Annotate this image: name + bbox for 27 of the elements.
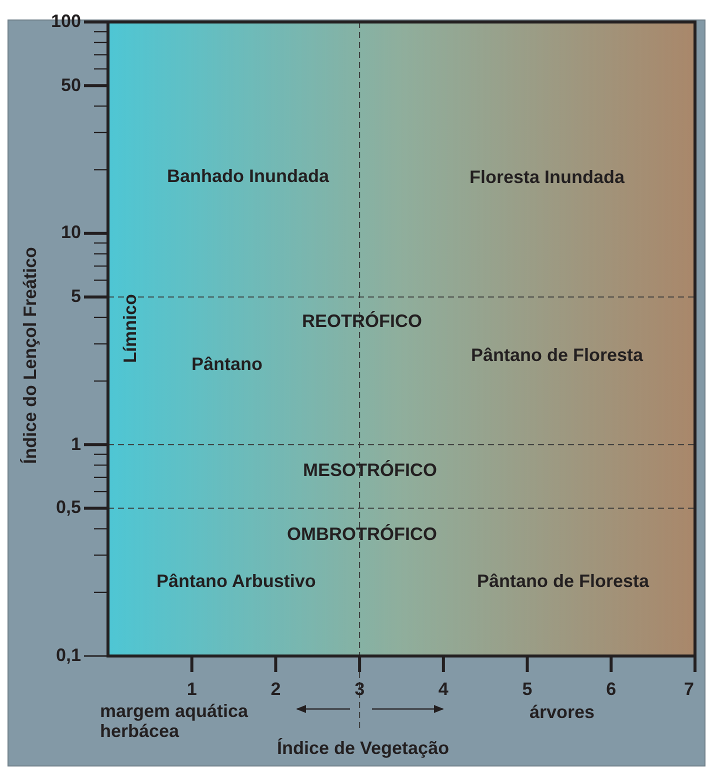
axis-title: Índice de Vegetação xyxy=(277,739,450,759)
axis-tick-label: 1 xyxy=(71,434,82,454)
axis-tick-label: 3 xyxy=(354,680,365,700)
region-label: Pântano xyxy=(192,355,263,375)
axis-tick-label: 7 xyxy=(684,680,694,700)
axis-tick-label: 5 xyxy=(522,680,532,700)
region-label: Banhado Inundada xyxy=(167,167,329,187)
region-label: Pântano de Floresta xyxy=(471,346,644,366)
axis-tick-label: 4 xyxy=(438,680,448,700)
region-label: Floresta Inundada xyxy=(470,168,625,188)
axis-tick-label: 50 xyxy=(61,76,82,96)
region-label: Límnico xyxy=(121,294,141,363)
axis-tick-label: 1 xyxy=(186,680,197,700)
axis-tick-label: 10 xyxy=(61,223,82,244)
axis-end-label: margem aquática herbácea xyxy=(100,702,250,742)
region-label: Pântano de Floresta xyxy=(477,572,650,592)
axis-tick-label: 0,1 xyxy=(56,646,82,666)
axis-tick-label: 6 xyxy=(606,680,616,700)
axis-tick-label: 0,5 xyxy=(56,498,82,518)
region-label: Pântano Arbustivo xyxy=(156,572,316,592)
axis-tick-label: 5 xyxy=(71,286,82,307)
region-label: OMBROTRÓFICO xyxy=(287,525,437,545)
axis-title: Índice do Lençol Freático xyxy=(21,246,41,464)
region-label: REOTRÓFICO xyxy=(302,312,422,332)
axis-tick-label: 2 xyxy=(270,680,281,700)
axis-end-label: árvores xyxy=(530,703,595,723)
region-label: MESOTRÓFICO xyxy=(303,461,437,481)
